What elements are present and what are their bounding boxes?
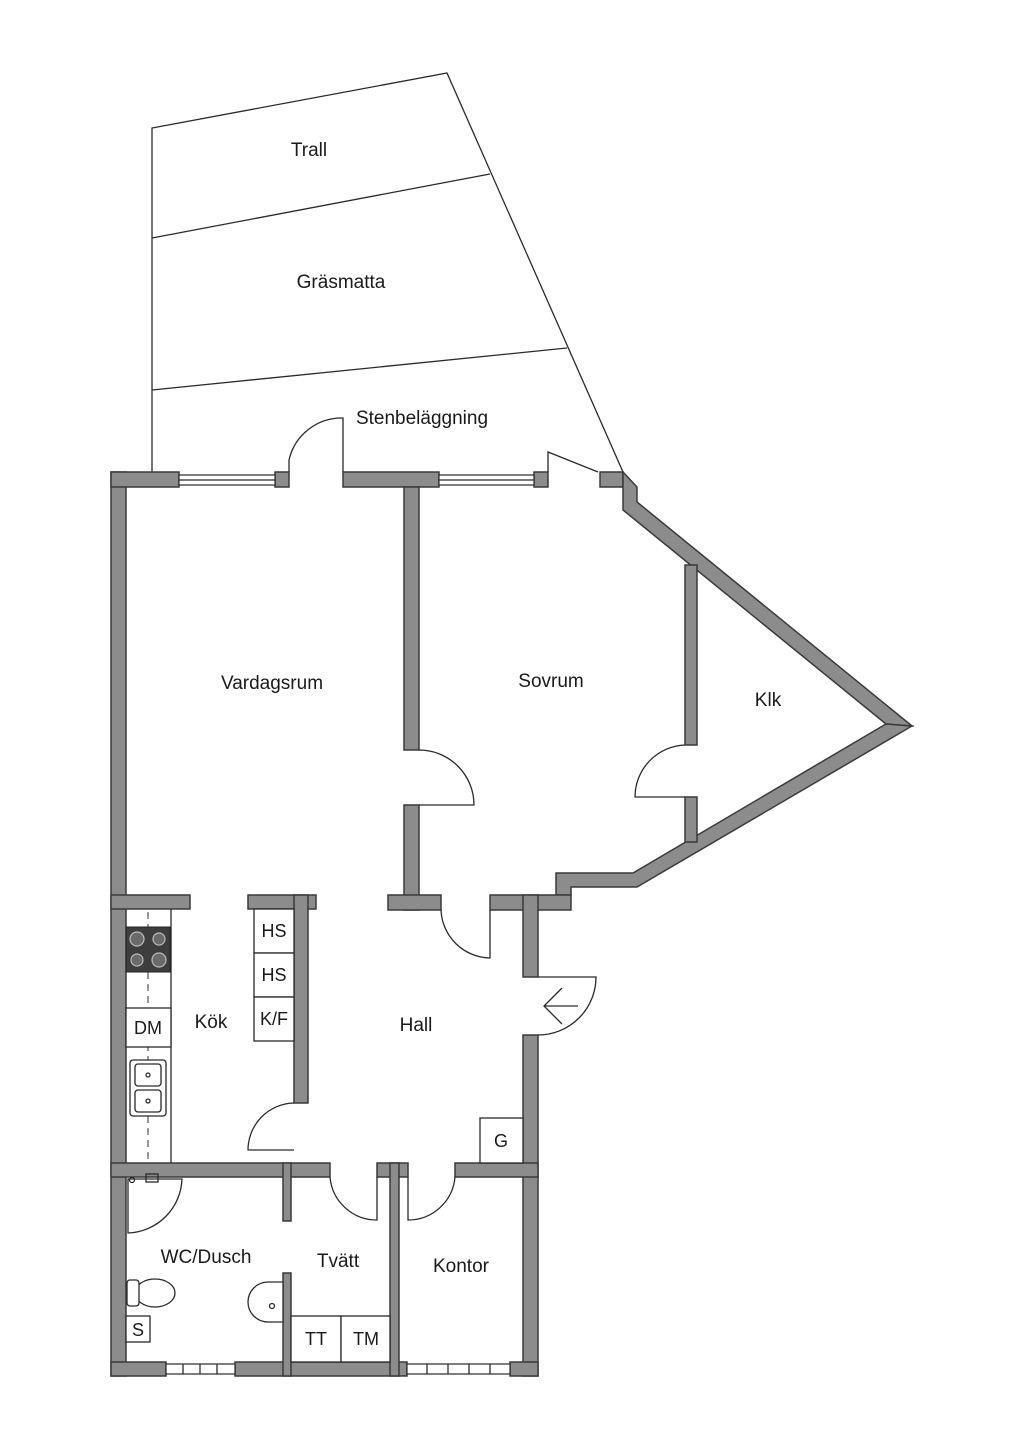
room-wc-dusch: WC/Dusch	[161, 1247, 252, 1268]
wall-wc-laundry-upper	[282, 1162, 292, 1222]
wall-bottom-2	[234, 1361, 408, 1377]
outdoor-area: Trall Gräsmatta Stenbeläggning	[151, 72, 624, 473]
wall-left	[110, 471, 127, 1377]
door-closet	[634, 744, 686, 798]
cabinet-s-label: S	[132, 1320, 144, 1340]
cabinet-hs-2	[253, 952, 295, 998]
wall-top-3	[342, 471, 440, 488]
window-office	[406, 1363, 511, 1375]
stenlaggning-label: Stenbeläggning	[356, 408, 488, 429]
cabinet-hs-1	[253, 908, 295, 954]
wall-bedroom-closet-lower	[684, 796, 698, 843]
wall-living-bedroom-upper	[403, 486, 420, 751]
room-labels: Vardagsrum Sovrum Klk Kök Hall WC/Dusch …	[161, 671, 782, 1277]
cabinet-s-box	[125, 1315, 151, 1343]
washbasin-icon	[247, 1281, 284, 1323]
door-bedroom	[418, 749, 475, 806]
dishwasher-label: DM	[134, 1018, 162, 1038]
door-patio-bedroom	[547, 451, 599, 473]
sink-icon	[129, 1059, 167, 1117]
wall-top-1	[110, 471, 180, 488]
room-tvatt: Tvätt	[317, 1251, 360, 1272]
door-office	[407, 1176, 456, 1221]
exterior-walls	[110, 470, 915, 1377]
bathroom-fixtures: S	[125, 1173, 284, 1343]
wall-laundry-office	[389, 1162, 400, 1377]
door-laundry	[329, 1176, 378, 1221]
lawn-divider	[151, 347, 568, 391]
door-kitchen	[247, 1102, 295, 1151]
wall-wc-laundry-lower	[282, 1272, 292, 1377]
wall-top-5	[599, 471, 624, 488]
stove-burner-icon	[152, 932, 166, 946]
shower-drain-icon	[128, 1176, 136, 1184]
room-kok: Kök	[195, 1012, 228, 1033]
door-hall-bedroom	[440, 909, 491, 959]
stove-burner-icon	[130, 953, 144, 967]
wall-office-top	[454, 1162, 539, 1178]
doors	[247, 417, 686, 1221]
trall-label: Trall	[291, 140, 327, 161]
washer-box	[340, 1315, 391, 1363]
wall-top-2	[274, 471, 290, 488]
outdoor-boundary	[151, 72, 624, 473]
wall-hall-right-lower	[522, 1034, 539, 1377]
sink-basin-icon	[134, 1089, 162, 1113]
trall-divider	[151, 173, 491, 239]
shower-icon	[127, 1178, 183, 1234]
windows	[165, 474, 535, 1375]
dryer-label: TT	[305, 1329, 327, 1349]
sink-basin-icon	[134, 1063, 162, 1087]
toilet-icon	[134, 1278, 176, 1308]
wall-closet-upper	[622, 470, 915, 727]
fridge-freezer-label: K/F	[260, 1009, 288, 1029]
wall-hall-right-upper	[522, 894, 539, 978]
wall-bath-top	[110, 1162, 331, 1178]
sink-drain-icon	[145, 1072, 151, 1078]
cabinet-hs-1-label: HS	[261, 921, 286, 941]
entrance-arrow-icon	[543, 987, 578, 1025]
wardrobe-g-box	[479, 1117, 524, 1164]
wall-top-4	[533, 471, 549, 488]
fridge-freezer-box	[253, 996, 295, 1042]
wall-bedroom-hall	[387, 894, 442, 911]
room-hall: Hall	[400, 1015, 433, 1036]
toilet-tank-icon	[126, 1279, 140, 1307]
stove-burner-icon	[129, 931, 145, 947]
washbasin-drain-icon	[268, 1302, 276, 1310]
wall-bottom-1	[110, 1361, 167, 1377]
wall-bedroom-closet-upper	[684, 564, 698, 746]
grasmatta-label: Gräsmatta	[297, 272, 386, 293]
dishwasher-box	[125, 1007, 172, 1048]
cabinet-hs-2-label: HS	[261, 965, 286, 985]
room-vardagsrum: Vardagsrum	[221, 673, 323, 694]
door-patio-living	[288, 417, 344, 472]
wall-bottom-3	[509, 1361, 539, 1377]
wall-closet-lower	[555, 723, 915, 896]
wall-kitchen-top	[110, 894, 191, 910]
wardrobe-g-label: G	[494, 1131, 508, 1151]
sink-drain-icon	[145, 1098, 151, 1104]
wall-kitchen-hall	[293, 894, 309, 1104]
kitchen-fixtures: DM HS HS K/F	[125, 908, 295, 1163]
shower-head-icon	[145, 1173, 159, 1183]
washer-label: TM	[353, 1329, 379, 1349]
room-sovrum: Sovrum	[518, 671, 583, 692]
stove-burner-icon	[151, 952, 167, 968]
room-kontor: Kontor	[433, 1256, 490, 1277]
room-klk: Klk	[755, 690, 782, 711]
interior-walls	[110, 486, 698, 1377]
door-entrance	[537, 976, 597, 1036]
